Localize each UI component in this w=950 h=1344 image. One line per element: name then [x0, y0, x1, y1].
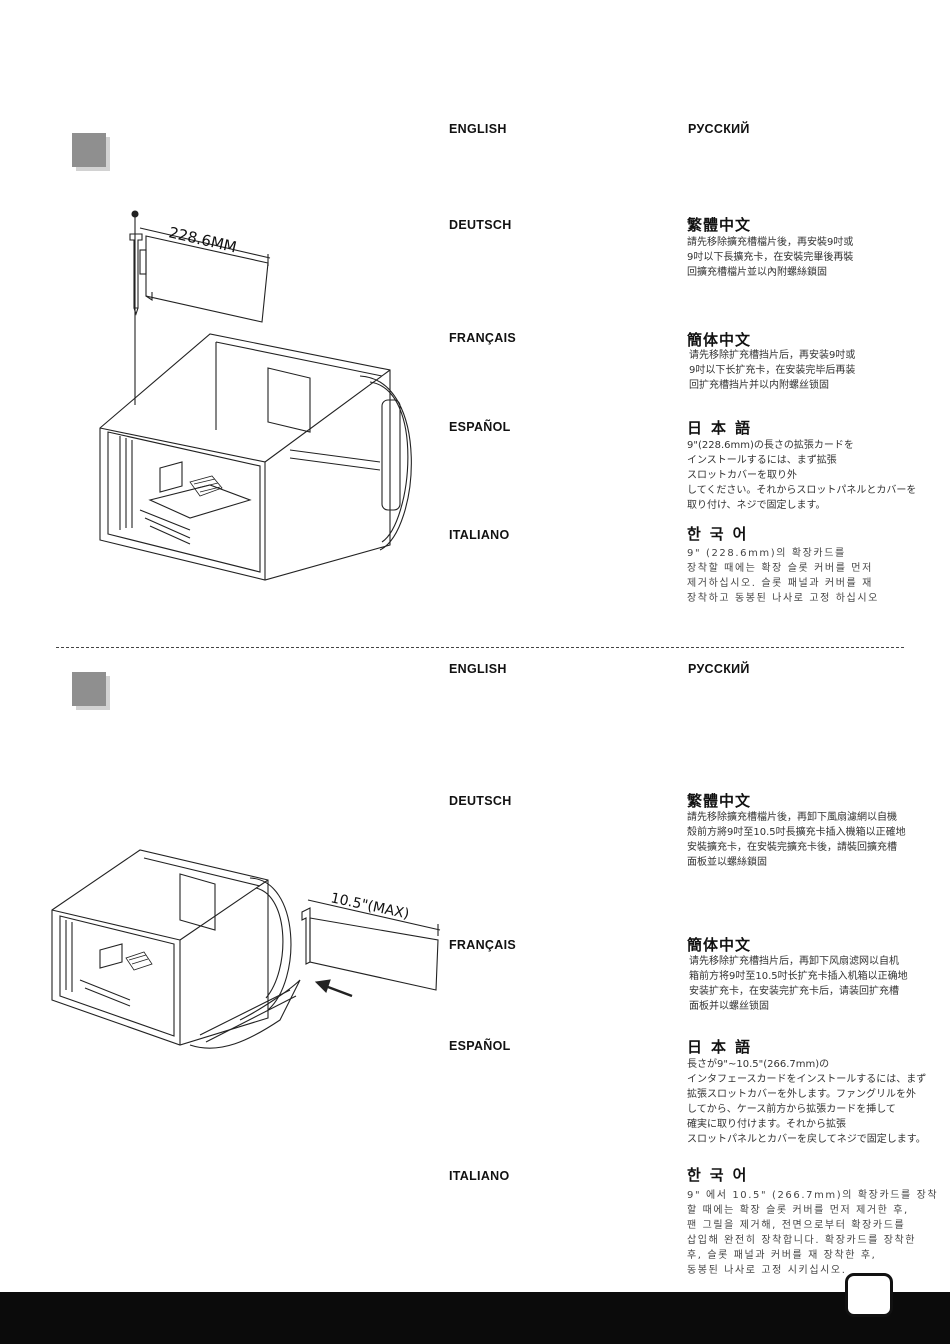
lang-heading-deutsch-1: DEUTSCH	[449, 218, 512, 232]
lang-heading-francais-1: FRANÇAIS	[449, 331, 516, 345]
page-number-badge	[845, 1273, 893, 1317]
korean-title-2: 한국어	[687, 1166, 756, 1184]
lang-heading-russian-1: РУССКИЙ	[688, 122, 750, 136]
simplified-chinese-title-1: 簡体中文	[687, 331, 752, 349]
lang-heading-espanol-1: ESPAÑOL	[449, 420, 511, 434]
traditional-chinese-title-1: 繁體中文	[687, 216, 752, 234]
figure-install-card-front: 10.5"(MAX)	[51, 849, 441, 1049]
dimension-label-228mm: 228.6MM	[167, 223, 238, 256]
traditional-chinese-title-2: 繁體中文	[687, 792, 752, 810]
korean-body-2: 9" 에서 10.5" (266.7mm)의 확장카드를 장착 할 때에는 확장…	[687, 1190, 939, 1276]
japanese-title-1: 日本語	[687, 419, 760, 437]
lang-heading-english-1: ENGLISH	[449, 122, 507, 136]
lang-heading-francais-2: FRANÇAIS	[449, 938, 516, 952]
lang-heading-italiano-2: ITALIANO	[449, 1169, 510, 1183]
simplified-chinese-title-2: 簡体中文	[687, 936, 752, 954]
korean-title-1: 한국어	[687, 525, 756, 543]
simplified-chinese-body-1: 请先移除扩充槽挡片后，再安装9吋或 9吋以下长扩充卡，在安装完毕后再装 回扩充槽…	[689, 350, 856, 391]
step-marker-2	[72, 672, 106, 706]
japanese-body-1: 9"(228.6mm)の長さの拡張カードを インストールするには、まず拡張 スロ…	[687, 440, 917, 511]
simplified-chinese-body-2: 请先移除扩充槽挡片后，再卸下风扇滤网以自机 箱前方将9吋至10.5吋长扩充卡插入…	[689, 956, 908, 1012]
lang-heading-english-2: ENGLISH	[449, 662, 507, 676]
section-divider	[56, 647, 904, 648]
page-footer-bar	[0, 1292, 950, 1344]
lang-heading-russian-2: РУССКИЙ	[688, 662, 750, 676]
figure-install-card-228mm: 228.6MM	[99, 210, 412, 581]
japanese-title-2: 日本語	[687, 1038, 760, 1056]
traditional-chinese-body-2: 請先移除擴充槽檔片後，再卸下風扇濾網以自機 殼前方將9吋至10.5吋長擴充卡插入…	[687, 812, 906, 868]
dimension-label-max: 10.5"(MAX)	[329, 890, 410, 922]
korean-body-1: 9" (228.6mm)의 확장카드를 장착할 때에는 확장 슬롯 커버를 먼저…	[687, 548, 879, 604]
step-marker-1	[72, 133, 106, 167]
lang-heading-italiano-1: ITALIANO	[449, 528, 510, 542]
lang-heading-espanol-2: ESPAÑOL	[449, 1039, 511, 1053]
lang-heading-deutsch-2: DEUTSCH	[449, 794, 512, 808]
japanese-body-2: 長さが9"~10.5"(266.7mm)の インタフェースカードをインストールす…	[687, 1059, 927, 1145]
traditional-chinese-body-1: 請先移除擴充槽檔片後，再安裝9吋或 9吋以下長擴充卡，在安裝完畢後再裝 回擴充槽…	[687, 237, 854, 278]
